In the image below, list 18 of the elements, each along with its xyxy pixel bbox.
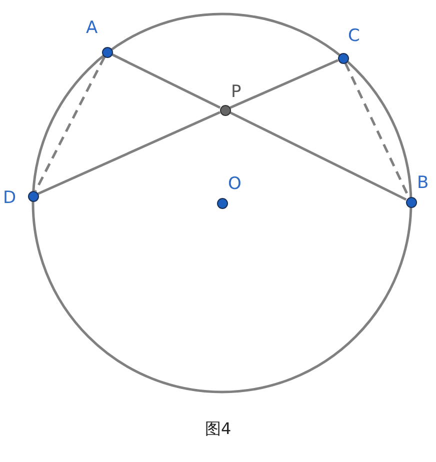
point-label: D <box>3 190 16 207</box>
point <box>28 190 38 202</box>
point <box>338 52 348 64</box>
point-label: P <box>231 84 242 101</box>
caption: 图4 <box>205 420 232 438</box>
point <box>216 198 228 208</box>
dashed-line <box>34 56 106 192</box>
point <box>220 104 230 116</box>
point-label: C <box>348 28 360 45</box>
point <box>102 46 112 58</box>
line-segment <box>111 53 221 109</box>
line-segment <box>38 111 220 195</box>
point-label: O <box>228 176 242 193</box>
point <box>406 196 416 208</box>
point-label: B <box>417 175 429 192</box>
line-segment <box>230 59 338 109</box>
line-segment <box>229 111 407 201</box>
point-label: A <box>86 20 98 37</box>
